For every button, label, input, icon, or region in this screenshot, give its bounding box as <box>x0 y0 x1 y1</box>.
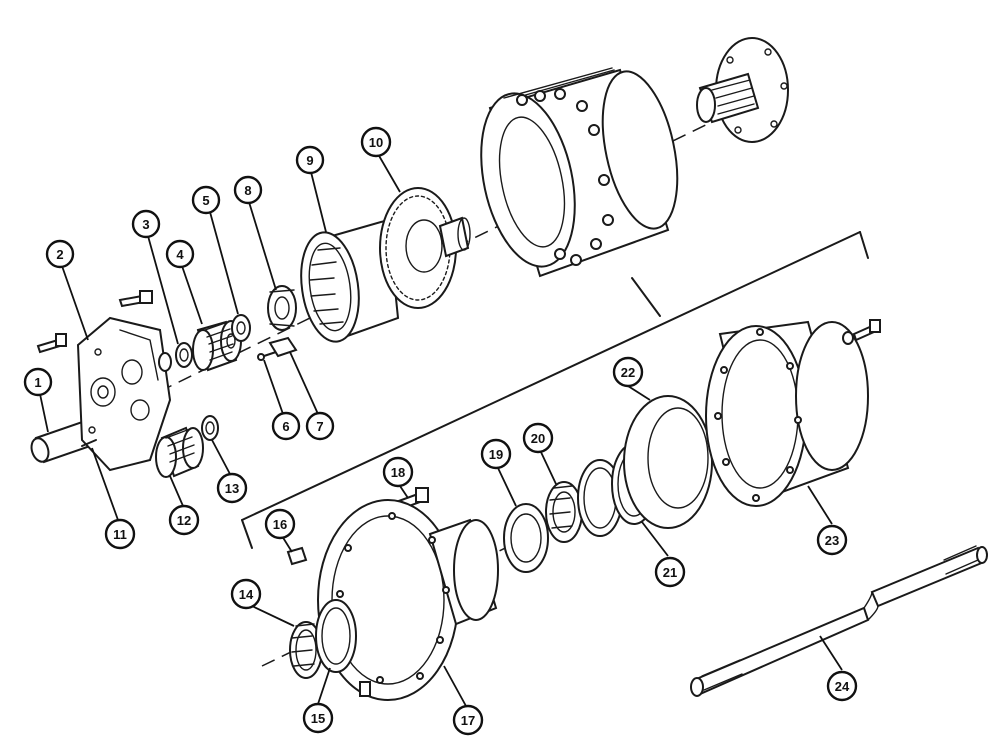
part-6-pin <box>257 351 277 361</box>
part-9-ring-gear <box>300 218 400 343</box>
callout-label-7: 7 <box>316 419 323 434</box>
callout-label-6: 6 <box>282 419 289 434</box>
part-24-axle-shaft <box>690 545 988 697</box>
part-19-bearing-cup <box>503 503 549 573</box>
spindle-flange <box>696 37 789 143</box>
callout-13: 13 <box>216 472 248 504</box>
callout-label-5: 5 <box>202 193 209 208</box>
part-3-bearing <box>175 342 193 368</box>
callout-9: 9 <box>295 145 325 175</box>
callout-label-24: 24 <box>835 679 850 694</box>
part-8-sun-gear <box>267 285 297 331</box>
callout-22: 22 <box>612 356 644 388</box>
callout-5: 5 <box>191 185 221 215</box>
bolt-near-drum <box>842 319 881 345</box>
callout-2: 2 <box>45 239 75 269</box>
spacer-by-3 <box>158 352 172 372</box>
callout-21: 21 <box>654 556 686 588</box>
part-23-brake-drum <box>705 320 869 507</box>
callout-14: 14 <box>230 578 262 610</box>
assembly-bracket <box>241 231 869 549</box>
callout-label-22: 22 <box>621 365 635 380</box>
callout-1: 1 <box>23 367 53 397</box>
part-17-wheel-hub <box>317 499 499 701</box>
part-13-washer <box>201 415 219 441</box>
callout-label-12: 12 <box>177 513 191 528</box>
callout-label-3: 3 <box>142 217 149 232</box>
callout-11: 11 <box>104 518 136 550</box>
part-20-bearing-cone <box>545 481 583 543</box>
hub-housing <box>480 67 679 278</box>
part-12-planet-gear <box>155 426 204 478</box>
callout-23: 23 <box>816 524 848 556</box>
callout-10: 10 <box>360 126 392 158</box>
callout-label-1: 1 <box>34 375 41 390</box>
plug-near-15 <box>359 681 371 697</box>
part-10-sprocket-carrier <box>379 187 471 309</box>
callout-label-19: 19 <box>489 447 503 462</box>
part-11-pin <box>81 439 97 447</box>
callout-label-14: 14 <box>239 587 254 602</box>
callout-label-13: 13 <box>225 481 239 496</box>
upper-center-axis <box>59 117 721 441</box>
callout-label-21: 21 <box>663 565 677 580</box>
callout-16: 16 <box>264 508 296 540</box>
callout-label-18: 18 <box>391 465 405 480</box>
callout-15: 15 <box>302 702 334 734</box>
callout-label-20: 20 <box>531 431 545 446</box>
bolt-top <box>118 290 153 308</box>
callout-6: 6 <box>271 411 301 441</box>
part-22-dust-shield <box>623 395 713 529</box>
callout-label-11: 11 <box>113 527 127 542</box>
callout-label-8: 8 <box>244 183 251 198</box>
callout-19: 19 <box>480 438 512 470</box>
callout-7: 7 <box>305 411 335 441</box>
callout-17: 17 <box>452 704 484 736</box>
callout-20: 20 <box>522 422 554 454</box>
callout-24: 24 <box>826 670 858 702</box>
part-15-bearing-cup <box>315 599 357 673</box>
callout-label-2: 2 <box>56 247 63 262</box>
callout-3: 3 <box>131 209 161 239</box>
callout-label-15: 15 <box>311 711 325 726</box>
part-14-bearing-cone <box>289 621 323 679</box>
part-16-nut <box>286 546 308 566</box>
part-4-planet-gear <box>192 320 242 372</box>
bolt-upper-left <box>36 333 67 354</box>
callout-8: 8 <box>233 175 263 205</box>
part-2-carrier-cover <box>76 316 172 472</box>
callout-label-4: 4 <box>176 247 184 262</box>
callout-12: 12 <box>168 504 200 536</box>
callout-label-23: 23 <box>825 533 839 548</box>
callout-18: 18 <box>382 456 414 488</box>
leader-lines <box>39 153 843 707</box>
callout-label-9: 9 <box>306 153 313 168</box>
part-5-thrust-washer <box>231 314 251 342</box>
callout-label-17: 17 <box>461 713 475 728</box>
callout-4: 4 <box>165 239 195 269</box>
part-7-lock-plate <box>268 336 298 358</box>
callout-label-10: 10 <box>369 135 383 150</box>
callout-label-16: 16 <box>273 517 287 532</box>
